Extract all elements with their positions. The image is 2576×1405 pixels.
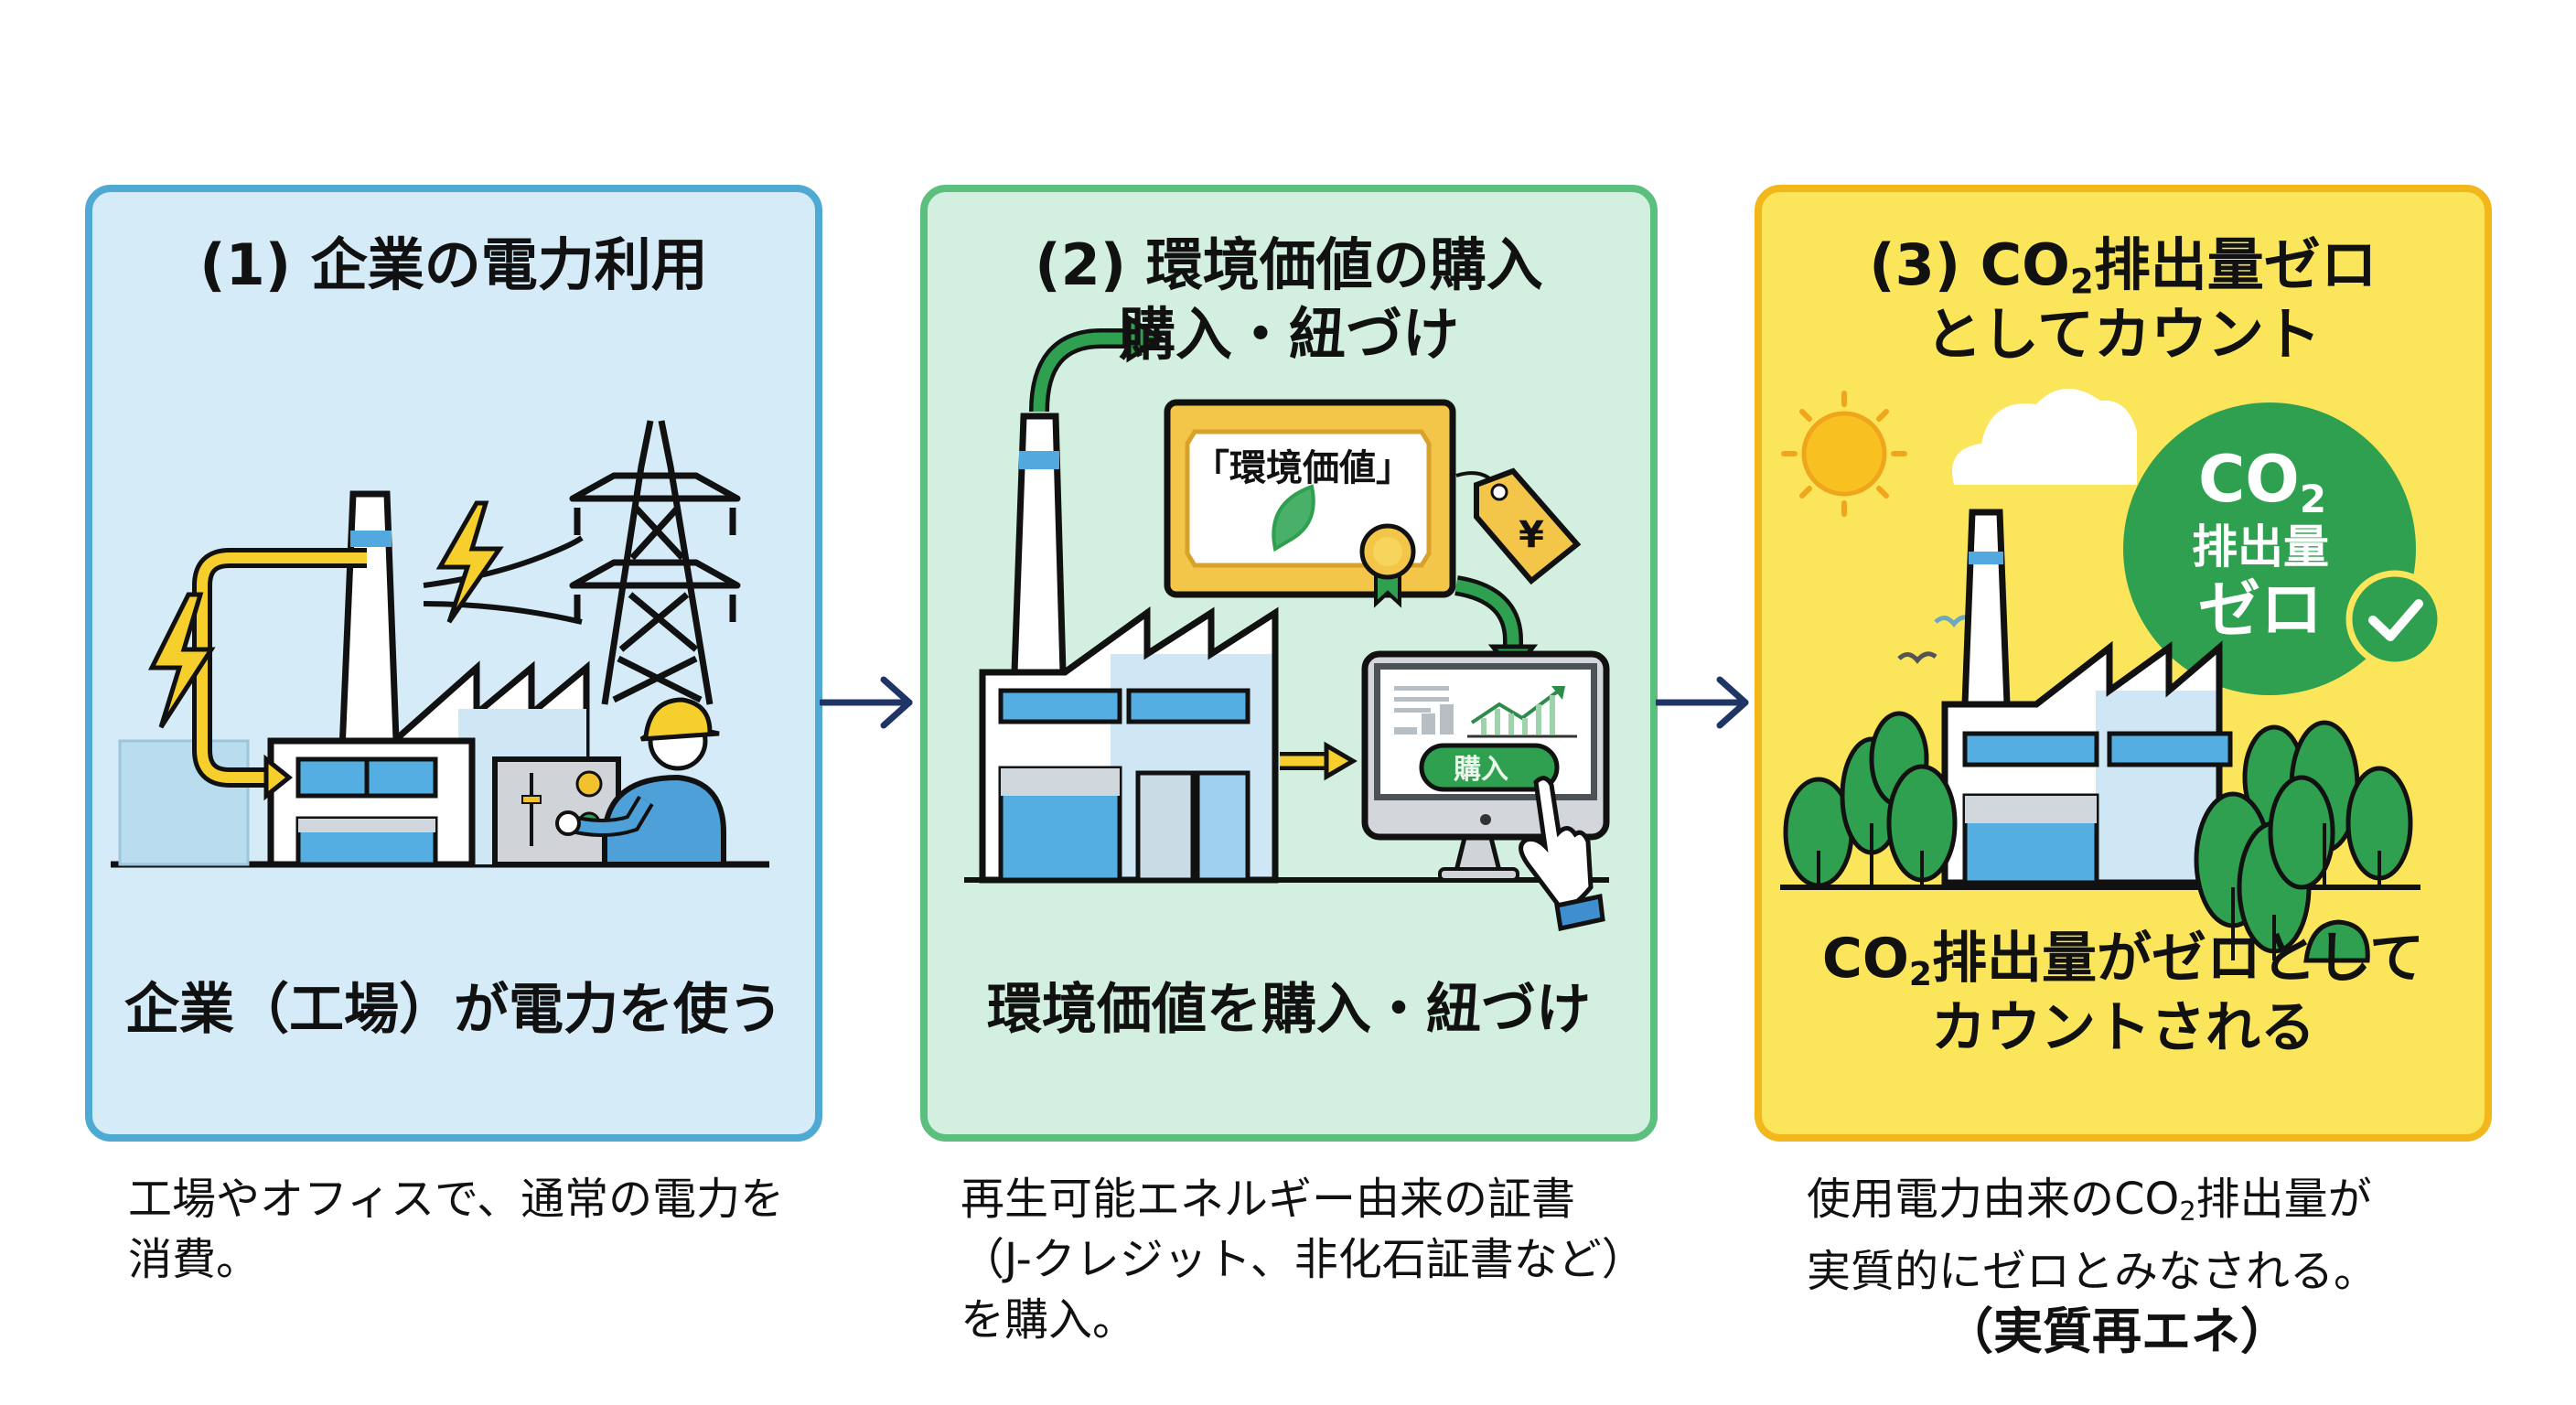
step-3-panel: CO2 排出量 ゼロ xyxy=(1755,185,2492,1142)
step-2-illustration: 「環境価値」 ¥ xyxy=(964,314,1610,932)
hand-pointer-icon xyxy=(1519,776,1605,932)
control-panel-icon xyxy=(492,756,621,867)
power-line xyxy=(423,535,584,588)
lightning-icon xyxy=(147,592,216,729)
co2-zero-badge xyxy=(2123,402,2416,695)
buy-button[interactable]: 購入 xyxy=(1419,743,1560,792)
step-1-illustration xyxy=(111,420,769,868)
step-2-description: 再生可能エネルギー由来の証書 （J-クレジット、非化石証書など） を購入。 xyxy=(961,1174,1646,1346)
cloud-icon xyxy=(1952,388,2137,485)
step-3-title-line-1: (3) CO2排出量ゼロ xyxy=(1869,231,2377,302)
sun-icon xyxy=(1781,391,1907,517)
leaf-icon xyxy=(1272,484,1315,552)
factory-icon xyxy=(979,413,1279,884)
step-3-caption-line-1: CO2排出量がゼロとして xyxy=(1821,927,2425,993)
step-2-title-line-1: (2) 環境価値の購入 xyxy=(1035,231,1543,298)
badge-line-3: ゼロ xyxy=(2198,574,2323,647)
step-2-panel: 「環境価値」 ¥ xyxy=(920,185,1658,1142)
chimney-icon xyxy=(1961,509,2011,708)
flow-arrow-icon xyxy=(1656,676,1749,729)
step-3-description: 使用電力由来のCO2排出量が 実質的にゼロとみなされる。 （実質再エネ） xyxy=(1807,1174,2378,1361)
jisshitsu-saiene-label: （実質再エネ） xyxy=(1944,1303,2290,1361)
bird-icon xyxy=(1897,651,1937,664)
buy-button-label: 購入 xyxy=(1454,754,1508,786)
badge-co2: CO2 xyxy=(2198,442,2326,521)
factory-icon xyxy=(1941,509,2233,886)
worker-icon xyxy=(555,697,726,867)
check-icon xyxy=(2345,570,2444,669)
chimney-icon xyxy=(1011,413,1067,676)
flow-arrow-icon xyxy=(1324,741,1358,781)
step-3-caption-line-2: カウントされる xyxy=(1931,996,2315,1060)
yen-symbol: ¥ xyxy=(1519,514,1544,556)
building-block xyxy=(118,739,250,866)
price-tag-icon xyxy=(1474,467,1582,585)
rosette-icon xyxy=(1359,523,1416,608)
lightning-icon xyxy=(435,500,504,624)
power-tower-icon xyxy=(569,420,741,705)
step-2-title-line-2: 購入・紐づけ xyxy=(1118,301,1459,368)
step-1-description: 工場やオフィスで、通常の電力を 消費。 xyxy=(128,1174,785,1285)
badge-line-2: 排出量 xyxy=(2192,520,2329,574)
step-1-title: (1) 企業の電力利用 xyxy=(199,231,708,298)
power-line xyxy=(423,601,583,625)
step-3-title-line-2: としてカウント xyxy=(1925,301,2322,368)
step-1-panel: (1) 企業の電力利用 企業（工場）が電力を使う xyxy=(85,185,822,1142)
flow-arrow-icon xyxy=(820,676,913,729)
step-1-caption: 企業（工場）が電力を使う xyxy=(124,978,783,1042)
step-3-illustration: CO2 排出量 ゼロ xyxy=(1780,388,2444,963)
certificate-label: 「環境価値」 xyxy=(1193,447,1412,489)
tree-icon xyxy=(1783,711,2413,963)
hard-hat-icon xyxy=(639,697,720,742)
step-2-caption: 環境価値を購入・紐づけ xyxy=(987,978,1591,1042)
